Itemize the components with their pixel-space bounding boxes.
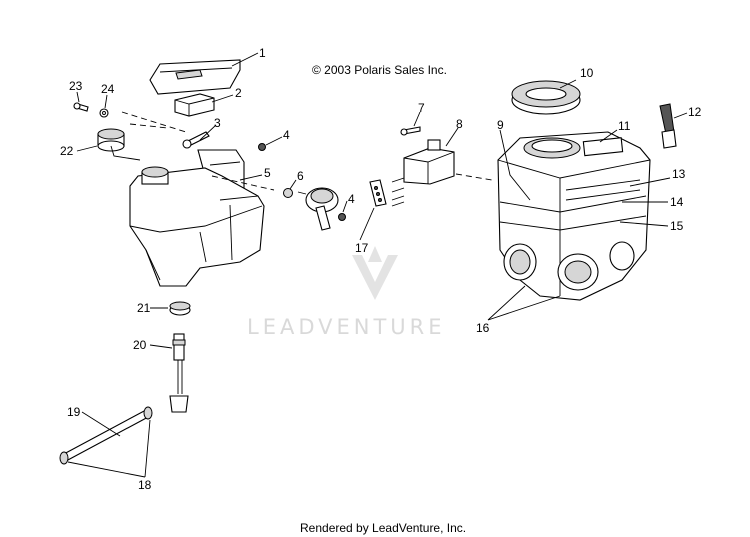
part-17-clip[interactable] <box>369 179 387 207</box>
callout-3: 3 <box>214 116 221 130</box>
callout-17: 17 <box>355 241 369 255</box>
part-6-grommet[interactable] <box>283 188 293 198</box>
part-12-latch[interactable] <box>659 103 677 149</box>
oil-pump[interactable] <box>297 187 339 231</box>
callout-23: 23 <box>69 79 83 93</box>
callout-10: 10 <box>580 66 594 80</box>
part-7-bolt[interactable] <box>400 126 421 136</box>
callout-13: 13 <box>672 167 686 181</box>
watermark-text: LEADVENTURE <box>247 315 446 339</box>
part-21-grommet[interactable] <box>169 301 191 316</box>
copyright-text: © 2003 Polaris Sales Inc. <box>312 63 447 77</box>
callout-14: 14 <box>670 195 684 209</box>
callout-6: 6 <box>297 169 304 183</box>
callout-18: 18 <box>138 478 152 492</box>
callout-19: 19 <box>67 405 81 419</box>
callout-1: 1 <box>259 46 266 60</box>
callout-8: 8 <box>456 117 463 131</box>
footer-credit: Rendered by LeadVenture, Inc. <box>300 521 466 535</box>
airbox-housing[interactable] <box>497 131 651 301</box>
part-4-nut-lower[interactable] <box>338 213 346 221</box>
leadventure-watermark: LEADVENTURE <box>247 246 446 339</box>
part-23-screw[interactable] <box>73 102 89 112</box>
oil-tank-body[interactable] <box>129 166 265 287</box>
callout-22: 22 <box>60 144 74 158</box>
part-18-hose-clamps[interactable] <box>59 406 153 465</box>
callout-16: 16 <box>476 321 490 335</box>
part-8-connector[interactable] <box>391 139 455 207</box>
callout-5: 5 <box>264 166 271 180</box>
part-22-filler-cap[interactable] <box>97 128 141 161</box>
part-2-block[interactable] <box>174 93 215 117</box>
callout-12: 12 <box>688 105 702 119</box>
part-1-tank-cover[interactable] <box>149 59 241 95</box>
callout-20: 20 <box>133 338 147 352</box>
callout-21: 21 <box>137 301 151 315</box>
part-20-sensor[interactable] <box>169 333 189 413</box>
callout-9: 9 <box>497 118 504 132</box>
watermark-logo-icon <box>352 246 398 300</box>
part-10-gasket-ring[interactable] <box>511 80 581 115</box>
callout-4-upper: 4 <box>283 128 290 142</box>
callout-2: 2 <box>235 86 242 100</box>
part-4-nut-upper[interactable] <box>258 143 266 151</box>
callout-15: 15 <box>670 219 684 233</box>
callout-4-lower: 4 <box>348 192 355 206</box>
callout-7: 7 <box>418 101 425 115</box>
part-24-washer[interactable] <box>99 108 109 118</box>
part-3-bolt[interactable] <box>182 131 210 149</box>
callout-24: 24 <box>101 82 115 96</box>
leader-lines <box>67 52 688 478</box>
alignment-lines <box>121 111 493 191</box>
callout-labels: 1 2 3 4 4 5 6 7 8 9 10 11 12 13 14 15 16… <box>60 46 702 492</box>
callout-11: 11 <box>618 119 631 133</box>
